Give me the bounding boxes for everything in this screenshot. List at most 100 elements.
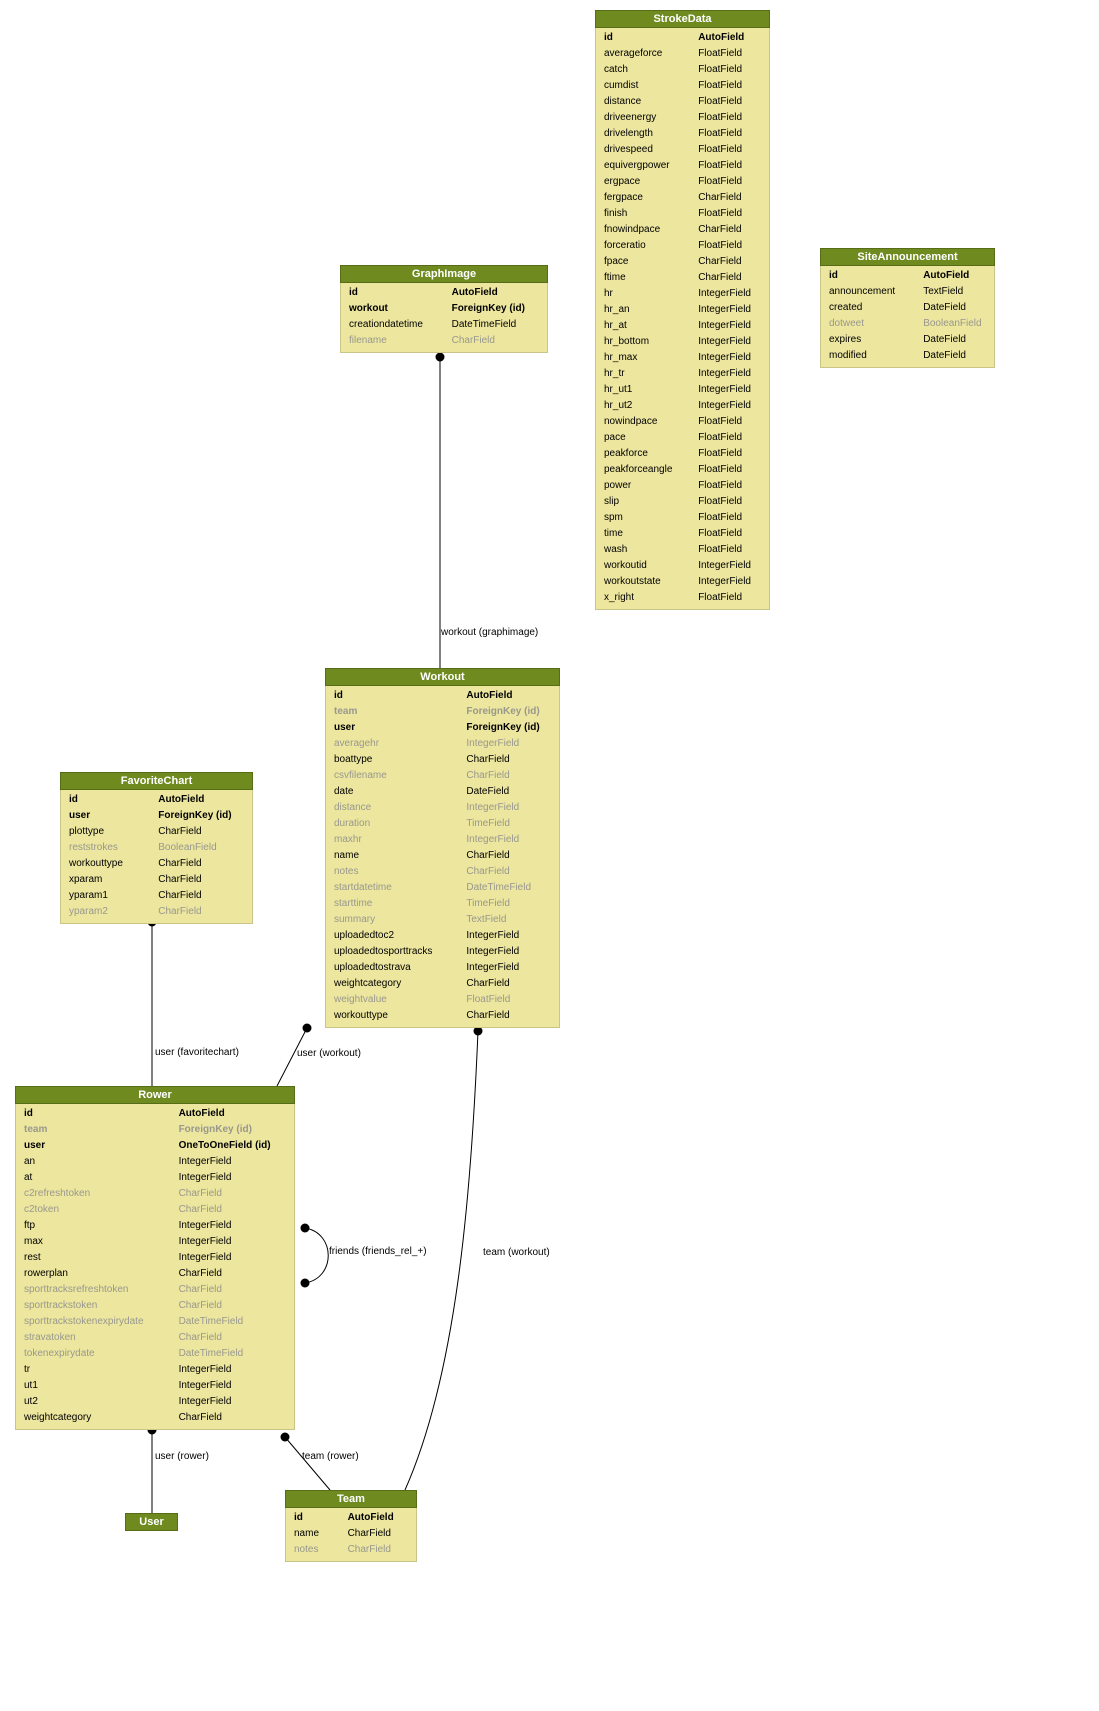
field-type: ForeignKey (id) <box>178 1124 252 1135</box>
field-type: FloatField <box>698 80 743 91</box>
field-name: startdatetime <box>334 882 392 893</box>
field-name: peakforceangle <box>604 464 673 475</box>
field-name: fergpace <box>604 192 643 203</box>
field-name: fnowindpace <box>604 224 661 235</box>
field-name: id <box>349 287 358 298</box>
field-type: DateTimeField <box>178 1316 244 1327</box>
field-type: TimeField <box>466 818 510 829</box>
edge-endpoint-dot <box>280 1432 290 1442</box>
field-name: hr_ut1 <box>604 384 633 395</box>
field-name: hr_an <box>604 304 630 315</box>
edge-line <box>404 1030 479 1491</box>
field-name: duration <box>334 818 371 829</box>
field-type: TextField <box>923 286 964 297</box>
field-type: CharField <box>158 906 202 917</box>
field-type: FloatField <box>698 544 743 555</box>
field-name: ergpace <box>604 176 641 187</box>
field-name: wash <box>604 544 628 555</box>
field-type: IntegerField <box>698 576 751 587</box>
field-name: nowindpace <box>604 416 658 427</box>
field-type: IntegerField <box>698 560 751 571</box>
field-name: c2token <box>24 1204 60 1215</box>
field-type: FloatField <box>698 464 743 475</box>
field-name: pace <box>604 432 626 443</box>
field-name: sporttrackstokenexpirydate <box>24 1316 144 1327</box>
field-name: stravatoken <box>24 1332 76 1343</box>
field-type: TextField <box>466 914 507 925</box>
field-type: CharField <box>466 754 510 765</box>
field-type: DateTimeField <box>178 1348 244 1359</box>
edge-endpoint-dot <box>435 352 445 362</box>
field-name: slip <box>604 496 620 507</box>
field-type: IntegerField <box>178 1220 232 1231</box>
field-type: CharField <box>178 1412 222 1423</box>
field-name: dotweet <box>829 318 865 329</box>
field-name: finish <box>604 208 628 219</box>
field-name: modified <box>829 350 867 361</box>
field-type: IntegerField <box>178 1396 232 1407</box>
field-name: workouttype <box>334 1010 388 1021</box>
field-type: IntegerField <box>698 336 751 347</box>
field-type: CharField <box>158 858 202 869</box>
field-name: rowerplan <box>24 1268 68 1279</box>
entity-title-graphimage: GraphImage <box>340 265 548 283</box>
edge-endpoint-dot <box>300 1223 310 1233</box>
field-type: ForeignKey (id) <box>466 722 540 733</box>
entity-user: User <box>125 1513 178 1531</box>
field-type: IntegerField <box>178 1364 232 1375</box>
field-type: CharField <box>466 850 510 861</box>
field-type: IntegerField <box>178 1172 232 1183</box>
field-type: FloatField <box>698 96 743 107</box>
field-name: tr <box>24 1364 31 1375</box>
field-type: OneToOneField (id) <box>178 1140 271 1151</box>
field-type: AutoField <box>451 287 498 298</box>
field-name: drivespeed <box>604 144 653 155</box>
field-name: csvfilename <box>334 770 387 781</box>
field-name: weightcategory <box>24 1412 92 1423</box>
field-row: tr IntegerField <box>16 1362 294 1378</box>
field-type: IntegerField <box>698 368 751 379</box>
field-row: sporttrackstokenexpirydate DateTimeField <box>16 1314 294 1330</box>
field-name: yparam1 <box>69 890 108 901</box>
field-type: CharField <box>158 826 202 837</box>
field-name: hr_max <box>604 352 638 363</box>
field-type: DateField <box>923 334 966 345</box>
field-type: IntegerField <box>466 946 520 957</box>
field-name: id <box>24 1108 33 1119</box>
field-type: DateTimeField <box>451 319 517 330</box>
